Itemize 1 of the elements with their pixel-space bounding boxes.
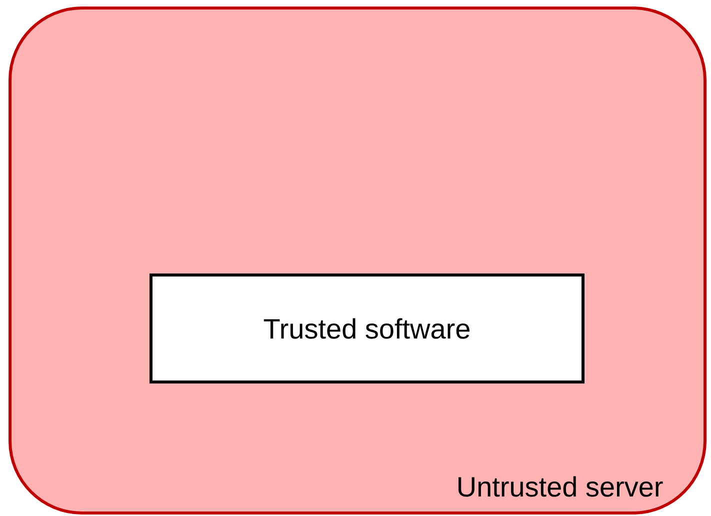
software-box: Trusted software <box>150 274 584 384</box>
